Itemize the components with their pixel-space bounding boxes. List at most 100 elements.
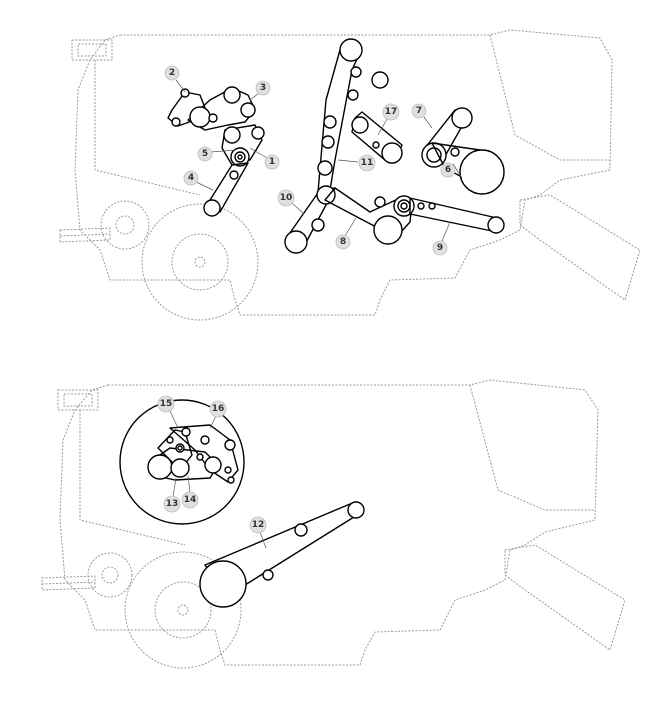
pulley [203,199,221,217]
bottom-hood-line [469,384,595,511]
pulley [208,113,218,123]
label-marker [264,154,280,170]
top-labels: 2 3 5 1 4 17 7 [164,65,463,256]
pulley [237,154,243,160]
pulley [400,202,408,210]
pulley [311,218,325,232]
label-marker [432,240,448,256]
belt-group-4 [203,162,249,217]
top-front-box [71,39,113,61]
label-15: 15 [160,399,173,409]
belt-group-10-11 [284,38,389,254]
pulley [321,135,335,149]
pulley [180,88,190,98]
top-rear-arm [519,194,641,301]
label-3: 3 [260,83,266,93]
pulley [223,126,241,144]
pulley [381,142,403,164]
top-machine-outline [59,29,641,321]
bottom-large-wheel-mid [154,581,212,639]
label-marker [440,162,456,178]
bottom-rear-arm [504,544,626,651]
pulley [323,115,337,129]
pulley [284,230,308,254]
pulley [317,160,333,176]
belt-group-2-3 [167,86,256,131]
label-16: 16 [212,404,225,414]
pulley [347,501,365,519]
bottom-small-wheel-hub [101,566,119,584]
pulley [251,126,265,140]
top-header [59,227,111,243]
pulley [170,458,190,478]
top-large-wheel [141,203,259,321]
label-marker [335,234,351,250]
label-17: 17 [385,107,398,117]
top-header-2 [59,233,111,237]
label-marker [157,395,175,413]
bottom-front-box-inner [63,393,93,407]
pulley [224,439,236,451]
pulley [200,435,210,445]
label-13: 13 [166,499,179,509]
pulley [147,454,173,480]
pulley [204,456,222,474]
top-large-wheel-mid [171,233,229,291]
belt-5 [221,124,263,166]
top-view: 2 3 5 1 4 17 7 [59,29,641,321]
pulley [451,107,473,129]
pulley [224,466,232,474]
pulley [171,117,181,127]
label-marker [181,491,199,509]
pulley [262,569,274,581]
label-1: 1 [269,157,275,167]
pulley [347,89,359,101]
bottom-header [41,575,96,591]
pulley [373,215,403,245]
pulley [166,436,174,444]
label-marker [411,103,427,119]
top-side-line [94,60,201,196]
label-7: 7 [416,106,422,116]
pulley [450,147,460,157]
label-marker [209,400,227,418]
bottom-body-outline [59,379,599,666]
top-large-wheel-hub [194,256,206,268]
bottom-view: 15 16 13 14 12 [41,379,626,669]
pulley [372,141,380,149]
bottom-large-wheel-hub [177,604,189,616]
label-marker [255,80,271,96]
label-marker [163,495,181,513]
pulley [196,453,204,461]
label-9: 9 [437,243,443,253]
label-marker [277,189,295,207]
label-marker [197,146,213,162]
pulley [428,202,436,210]
label-14: 14 [184,495,197,505]
pulley [189,106,211,128]
belt-group-1-5 [221,124,265,167]
pulley [351,116,369,134]
bottom-side-line [79,410,186,546]
label-marker [382,103,400,121]
bottom-front-box [57,389,99,411]
pulley [487,216,505,234]
belt-group-6-7 [421,107,505,195]
top-hood-line [489,34,610,161]
pulley [374,196,386,208]
pulley [371,71,389,89]
label-marker [183,170,199,186]
belt-group-13-16 [119,399,245,525]
label-marker [358,154,376,172]
pulley [199,560,247,608]
bottom-small-wheel [87,552,133,598]
top-front-box-inner [77,43,107,57]
belt-16 [169,424,239,483]
pulley [181,427,191,437]
label-8: 8 [340,237,346,247]
label-marker [164,65,180,81]
pulley [227,476,235,484]
top-small-wheel-hub [115,215,135,235]
belt-group-12 [199,501,365,608]
